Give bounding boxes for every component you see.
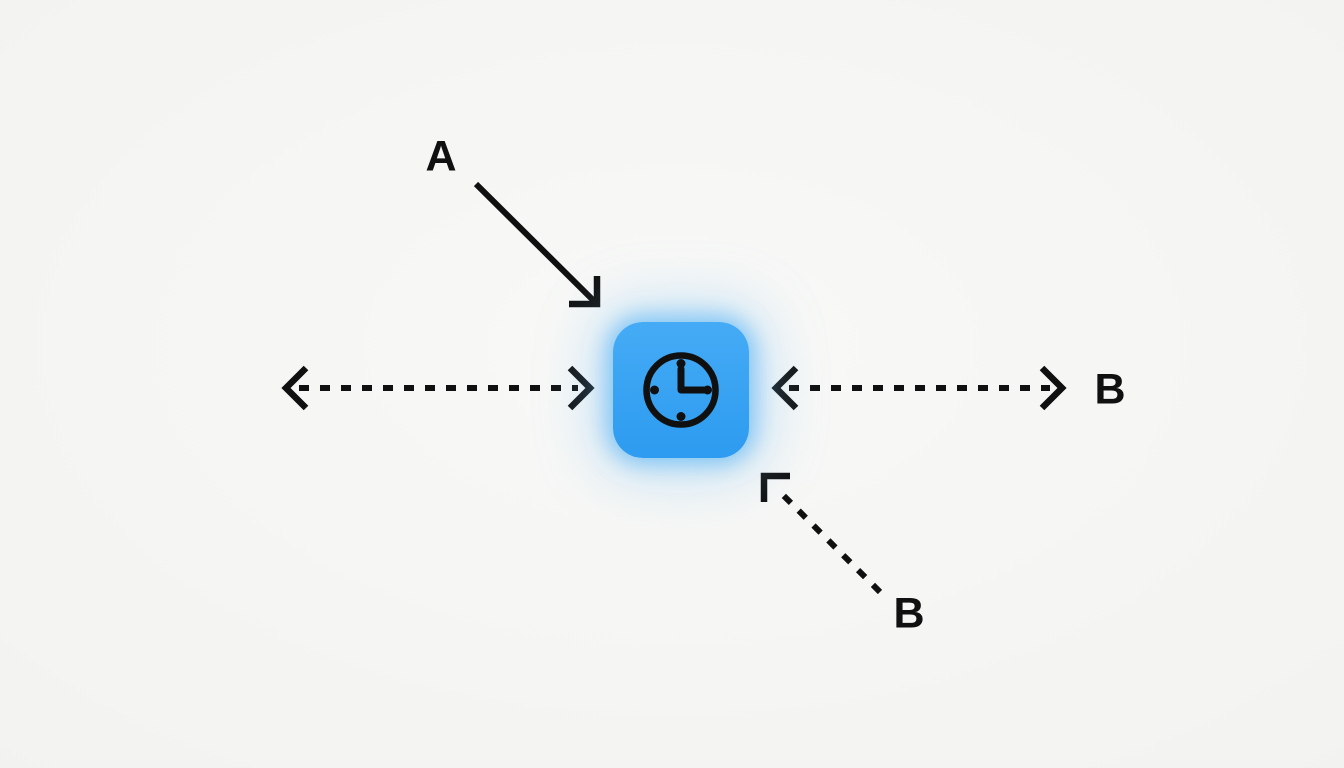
label-b-right: B (1094, 365, 1126, 414)
arrow-left-dashed (281, 365, 595, 411)
arrow-diagonal-dashed (760, 472, 883, 595)
arrow-right-dashed (771, 365, 1067, 411)
arrow-a-solid (473, 181, 601, 308)
clock-app-icon[interactable] (613, 322, 749, 458)
clock-icon (643, 352, 719, 428)
label-b-bottom: B (893, 589, 925, 638)
label-a: A (425, 132, 457, 181)
